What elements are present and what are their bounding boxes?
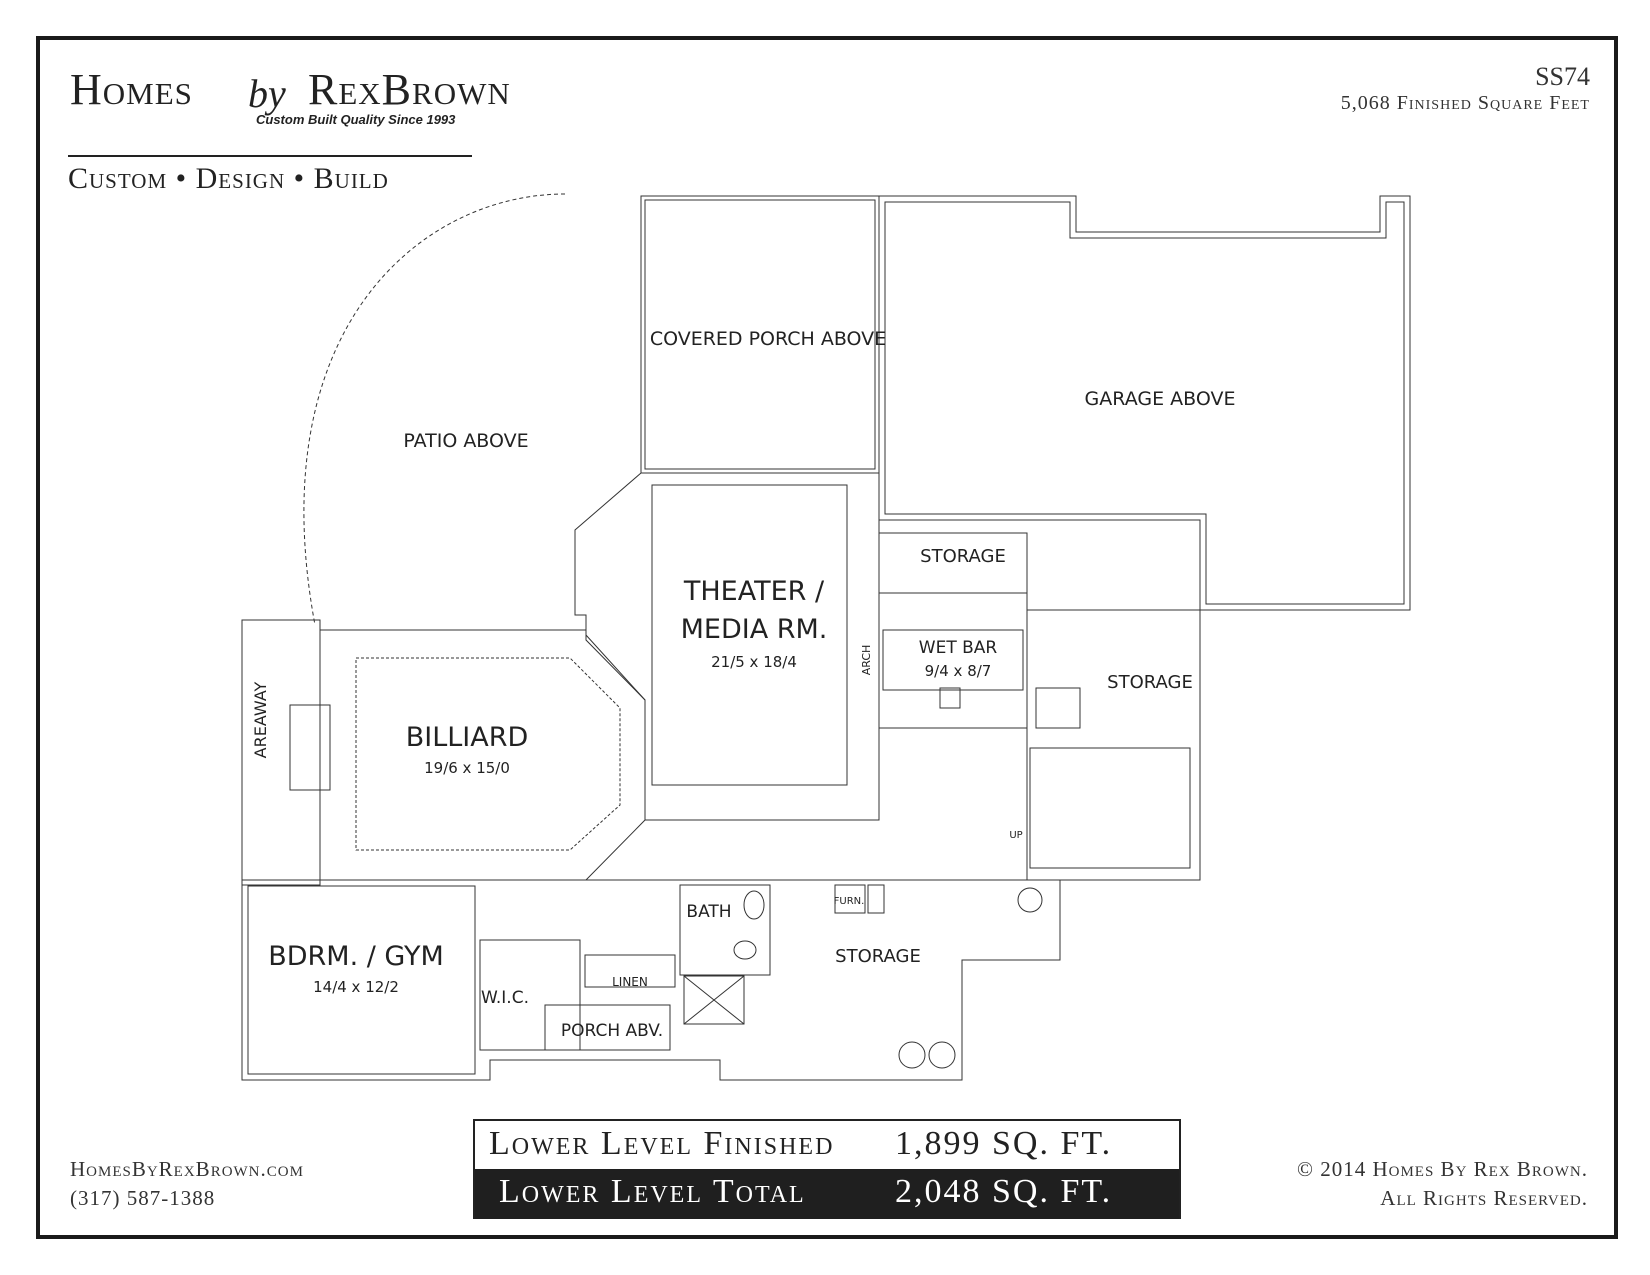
logo-tagline: Custom Built Quality Since 1993 (256, 112, 456, 127)
brand-logo: Homes by RexBrown Custom Built Quality S… (70, 62, 510, 142)
label-wet-bar: WET BAR (919, 638, 998, 658)
phone-number: (317) 587-1388 (70, 1186, 216, 1210)
label-bath: BATH (686, 902, 731, 922)
areaway-outline (241, 619, 321, 886)
staircase (1029, 747, 1191, 869)
label-arch: ARCH (860, 645, 873, 676)
room-labels: COVERED PORCH ABOVE GARAGE ABOVE PATIO A… (251, 328, 1235, 1041)
label-linen: LINEN (612, 975, 648, 989)
label-storage-bottom: STORAGE (835, 946, 921, 967)
copyright-line-1: © 2014 Homes By Rex Brown. (1297, 1157, 1588, 1181)
lower-rooms-outline (241, 879, 1061, 1081)
storage-right-outline (1026, 609, 1201, 881)
furnace (834, 884, 866, 914)
shower (683, 975, 745, 1025)
total-area-value: 2,048 SQ. FT. (895, 1173, 1113, 1210)
theater-outline (574, 472, 880, 821)
bdrm-outline (247, 885, 476, 1075)
label-theater-1: THEATER / (683, 576, 825, 607)
label-bdrm: BDRM. / GYM (268, 941, 444, 972)
billiard-outline (319, 629, 646, 881)
garage-outline (878, 195, 1411, 611)
label-wet-bar-dims: 9/4 x 8/7 (925, 662, 992, 680)
label-wic: W.I.C. (481, 988, 529, 1008)
wic-outline (479, 939, 581, 1051)
label-porch-abv: PORCH ABV. (561, 1021, 663, 1041)
linen-outline (584, 954, 676, 988)
label-patio: PATIO ABOVE (403, 430, 528, 452)
label-garage: GARAGE ABOVE (1085, 388, 1236, 410)
tank-right (928, 1041, 956, 1069)
finished-area-label: Lower Level Finished (489, 1125, 835, 1162)
label-areaway: AREAWAY (251, 681, 270, 758)
label-up: UP (1009, 830, 1022, 841)
slogan-divider (68, 155, 472, 157)
finished-area-value: 1,899 SQ. FT. (895, 1125, 1113, 1162)
label-storage-top: STORAGE (920, 546, 1006, 567)
total-area-row: Lower Level Total 2,048 SQ. FT. (475, 1169, 1179, 1219)
label-bdrm-dims: 14/4 x 12/2 (313, 978, 399, 996)
logo-rexbrown: RexBrown (308, 65, 511, 114)
label-storage-right: STORAGE (1107, 672, 1193, 693)
bath-outline (679, 884, 771, 976)
label-billiard-dims: 19/6 x 15/0 (424, 759, 510, 777)
plan-code: SS74 (1535, 62, 1590, 91)
website-link[interactable]: HomesByRexBrown.com (70, 1157, 304, 1181)
bath-toilet (733, 940, 757, 960)
page-frame (36, 36, 1618, 1239)
bath-sink (743, 890, 765, 920)
total-area-label: Lower Level Total (499, 1173, 806, 1210)
copyright-notice: © 2014 Homes By Rex Brown. All Rights Re… (1297, 1155, 1588, 1213)
water-heater (1017, 887, 1043, 913)
plan-finished-sqft: 5,068 Finished Square Feet (1340, 92, 1590, 114)
label-theater-2: MEDIA RM. (681, 614, 828, 645)
label-furn: FURN. (834, 896, 865, 907)
contact-info: HomesByRexBrown.com (317) 587-1388 (70, 1155, 304, 1213)
label-billiard: BILLIARD (406, 722, 529, 753)
plan-identifier: SS74 5,068 Finished Square Feet (1341, 62, 1590, 115)
label-covered-porch: COVERED PORCH ABOVE (650, 328, 886, 350)
tank-left (898, 1041, 926, 1069)
porch-abv-outline (544, 1004, 671, 1051)
logo-by: by (248, 71, 286, 116)
brand-slogan: Custom • Design • Build (68, 162, 389, 195)
finished-area-row: Lower Level Finished 1,899 SQ. FT. (475, 1121, 1179, 1169)
label-theater-dims: 21/5 x 18/4 (711, 653, 797, 671)
logo-homes: Homes (70, 65, 193, 114)
area-summary: Lower Level Finished 1,899 SQ. FT. Lower… (473, 1119, 1181, 1219)
patio-outline (303, 193, 566, 626)
copyright-line-2: All Rights Reserved. (1380, 1186, 1588, 1210)
